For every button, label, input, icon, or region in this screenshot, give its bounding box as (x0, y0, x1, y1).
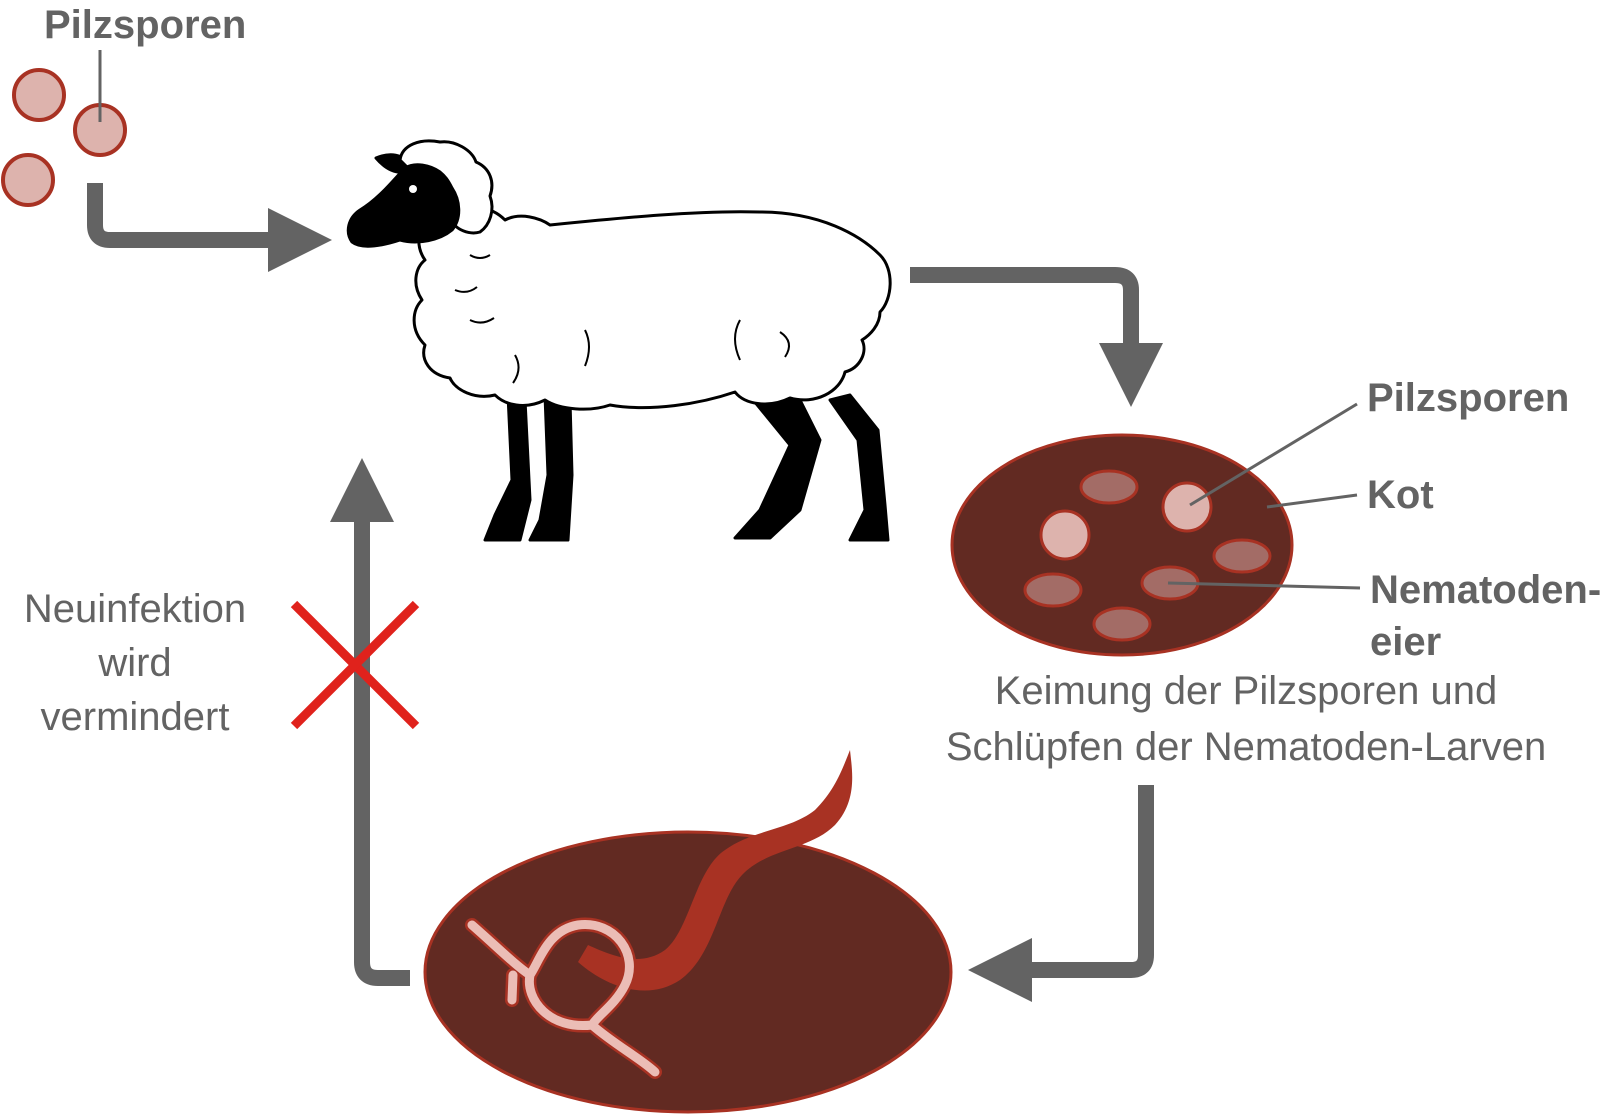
reinfection-label-line3: vermindert (41, 695, 230, 739)
germination-caption-line2: Schlüpfen der Nematoden-Larven (946, 725, 1546, 769)
nematode-egg-icon (1023, 572, 1083, 608)
sheep-icon (346, 139, 892, 542)
nematode-egg-icon (1079, 469, 1139, 505)
larva-feces-icon (423, 750, 953, 1114)
nematode-leader (1167, 581, 1361, 590)
arrow-spores-to-sheep (87, 183, 332, 272)
kot-label: Kot (1367, 473, 1434, 517)
spores-right-leader (1189, 402, 1358, 507)
spore-icon (1161, 481, 1213, 533)
spores-right-label: Pilzsporen (1367, 376, 1569, 420)
nematode-eggs-label-line2: eier (1370, 620, 1441, 664)
germination-caption-line1: Keimung der Pilzsporen und (995, 669, 1498, 713)
nematode-larva-icon (578, 750, 853, 991)
reinfection-label-line2: wird (97, 641, 171, 685)
kot-leader (1266, 493, 1358, 509)
nematode-egg-icon (1092, 606, 1152, 642)
nematode-eggs-label-line1: Nematoden- (1370, 568, 1601, 612)
arrow-sheep-to-feces (910, 267, 1163, 407)
x-cross-icon (290, 600, 420, 730)
spores-top-label: Pilzsporen (44, 3, 246, 47)
arrow-feces-to-larva (968, 785, 1154, 1002)
spore-icon (1039, 509, 1091, 561)
arrow-larva-to-sheep (330, 458, 410, 986)
feces-icon (950, 433, 1294, 657)
nematode-egg-icon (1212, 538, 1272, 574)
spore-icon (1, 153, 55, 207)
reinfection-label-line1: Neuinfektion (24, 587, 246, 631)
spore-icon (12, 68, 66, 122)
spores-top-group (1, 50, 127, 207)
